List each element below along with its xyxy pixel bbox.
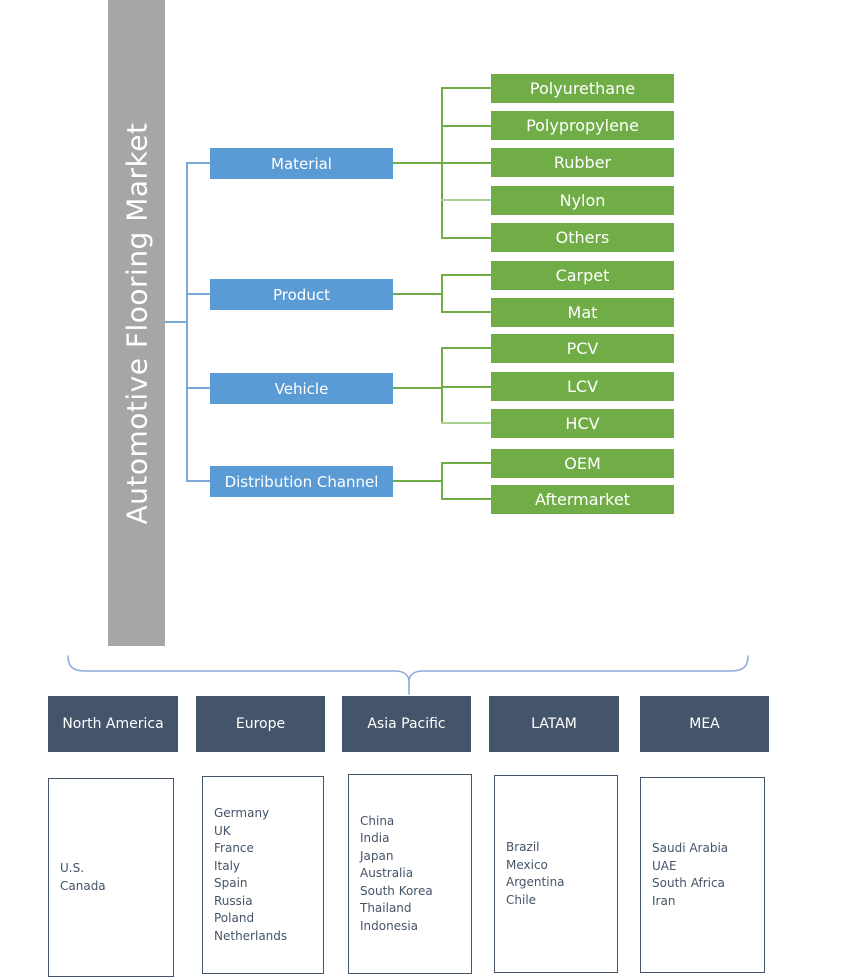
country-list-mea: Saudi Arabia UAE South Africa Iran	[640, 777, 765, 973]
title-connector-line	[165, 321, 187, 323]
leaf-label: Rubber	[553, 153, 612, 172]
leaf-box-pcv: PCV	[491, 334, 674, 363]
leaf-box-lcv: LCV	[491, 372, 674, 401]
connector-line-material	[187, 162, 210, 164]
leaf-line-mat	[441, 311, 491, 313]
leaf-label: HCV	[565, 414, 600, 433]
leaf-line-oem	[441, 462, 491, 464]
leaf-box-mat: Mat	[491, 298, 674, 327]
leaf-box-hcv: HCV	[491, 409, 674, 438]
branch-vline-product	[441, 275, 443, 313]
title-bar: Automotive Flooring Market	[108, 0, 165, 646]
category-label: Product	[273, 285, 330, 304]
leaf-line-pcv	[441, 347, 491, 349]
leaf-label: PCV	[566, 339, 599, 358]
diagram-title: Automotive Flooring Market	[120, 122, 154, 524]
region-box-asia-pacific: Asia Pacific	[342, 696, 471, 752]
country-list-items: China India Japan Australia South Korea …	[360, 813, 433, 933]
connector-line-distribution	[187, 480, 210, 482]
branch-line-material	[393, 162, 443, 164]
leaf-line-aftermarket	[441, 498, 491, 500]
category-label: Material	[271, 154, 332, 173]
leaf-box-carpet: Carpet	[491, 261, 674, 290]
leaf-label: Others	[555, 228, 610, 247]
category-box-product: Product	[210, 279, 393, 310]
category-label: Distribution Channel	[224, 472, 379, 491]
leaf-box-aftermarket: Aftermarket	[491, 485, 674, 514]
connector-line-vehicle	[187, 387, 210, 389]
branch-line-distribution	[393, 480, 443, 482]
leaf-box-others: Others	[491, 223, 674, 252]
leaf-line-polypropylene	[441, 125, 491, 127]
leaf-line-others	[441, 237, 491, 239]
leaf-box-polyurethane: Polyurethane	[491, 74, 674, 103]
leaf-line-rubber	[441, 162, 491, 164]
leaf-box-rubber: Rubber	[491, 148, 674, 177]
region-label: Asia Pacific	[367, 716, 446, 732]
country-list-latam: Brazil Mexico Argentina Chile	[494, 775, 618, 973]
leaf-box-oem: OEM	[491, 449, 674, 478]
category-box-vehicle: Vehicle	[210, 373, 393, 404]
leaf-line-carpet	[441, 274, 491, 276]
country-list-europe: Germany UK France Italy Spain Russia Pol…	[202, 776, 324, 974]
country-list-items: Saudi Arabia UAE South Africa Iran	[652, 841, 729, 908]
country-list-asia-pacific: China India Japan Australia South Korea …	[348, 774, 472, 974]
leaf-line-hcv	[441, 422, 491, 424]
leaf-box-nylon: Nylon	[491, 186, 674, 215]
leaf-label: Carpet	[555, 266, 610, 285]
leaf-line-nylon	[441, 199, 491, 201]
trunk-line	[186, 162, 188, 482]
brace	[67, 655, 749, 695]
leaf-label: LCV	[566, 377, 599, 396]
region-label: MEA	[689, 716, 720, 732]
leaf-label: Nylon	[559, 191, 606, 210]
region-box-latam: LATAM	[489, 696, 619, 752]
category-box-distribution-channel: Distribution Channel	[210, 466, 393, 497]
leaf-label: Aftermarket	[535, 490, 630, 509]
leaf-label: Polypropylene	[526, 116, 639, 135]
region-label: North America	[62, 716, 164, 732]
region-box-mea: MEA	[640, 696, 769, 752]
leaf-label: OEM	[564, 454, 601, 473]
connector-line-product	[187, 293, 210, 295]
branch-vline-distribution	[441, 462, 443, 500]
leaf-line-polyurethane	[441, 87, 491, 89]
leaf-line-lcv	[441, 386, 491, 388]
country-list-items: U.S. Canada	[60, 861, 106, 893]
branch-line-product	[393, 293, 443, 295]
category-box-material: Material	[210, 148, 393, 179]
leaf-label: Mat	[567, 303, 598, 322]
country-list-north-america: U.S. Canada	[48, 778, 174, 977]
branch-vline-vehicle	[441, 347, 443, 424]
category-label: Vehicle	[274, 379, 329, 398]
region-label: LATAM	[531, 716, 577, 732]
branch-line-vehicle	[393, 387, 443, 389]
country-list-items: Brazil Mexico Argentina Chile	[506, 840, 565, 907]
region-box-europe: Europe	[196, 696, 325, 752]
country-list-items: Germany UK France Italy Spain Russia Pol…	[214, 806, 288, 943]
leaf-label: Polyurethane	[529, 79, 636, 98]
region-label: Europe	[235, 716, 286, 732]
leaf-box-polypropylene: Polypropylene	[491, 111, 674, 140]
region-box-north-america: North America	[48, 696, 178, 752]
